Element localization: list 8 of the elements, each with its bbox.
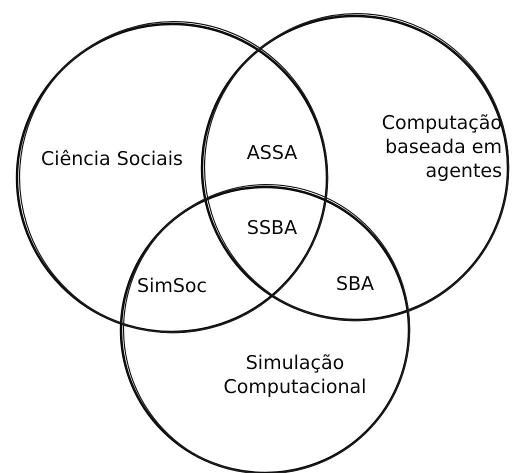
circle-label: Computação baseada em agentes bbox=[380, 112, 502, 184]
circle-label: Ciência Sociais bbox=[40, 148, 184, 172]
venn-circle bbox=[15, 21, 329, 335]
circle-label: Simulação Computacional bbox=[222, 352, 368, 400]
overlap-label: SBA bbox=[336, 273, 374, 295]
overlap-label: SimSoc bbox=[137, 275, 207, 297]
overlap-label: ASSA bbox=[246, 142, 298, 164]
overlap-label: SSBA bbox=[246, 217, 298, 239]
